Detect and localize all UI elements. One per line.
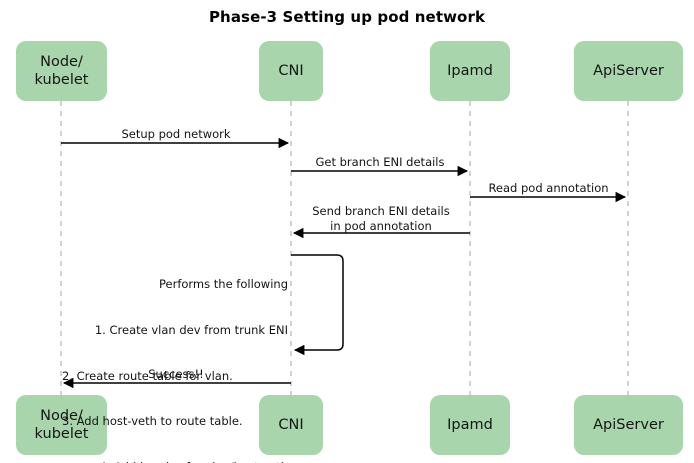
actor-node-kubelet-top[interactable]: Node/ kubelet [16, 41, 107, 101]
actor-label-node-kubelet: Node/ kubelet [34, 53, 89, 88]
actor-label-apiserver-bottom: ApiServer [593, 416, 664, 433]
actor-cni-top[interactable]: CNI [259, 41, 323, 101]
actor-node-kubelet-bottom[interactable]: Node/ kubelet [16, 395, 107, 455]
note-line-3: 2. Create route table for vlan. [62, 368, 233, 383]
note-line-1: Performs the following [158, 277, 288, 292]
note-line-2: 1. Create vlan dev from trunk ENI [94, 323, 288, 338]
actor-ipamd-top[interactable]: Ipamd [430, 41, 510, 101]
page-title: Phase-3 Setting up pod network [208, 8, 486, 26]
message-arrows [61, 137, 627, 389]
actor-label-ipamd-bottom: Ipamd [447, 416, 493, 433]
note-line-4: 3. Add host-veth to route table. [62, 414, 243, 429]
message-label-send-branch-eni-details: Send branch ENI details in pod annotatio… [312, 204, 450, 233]
actor-cni-bottom[interactable]: CNI [259, 395, 323, 455]
actor-label-cni: CNI [278, 62, 304, 79]
actor-label-apiserver: ApiServer [593, 62, 664, 79]
actor-apiserver-bottom[interactable]: ApiServer [574, 395, 683, 455]
self-loop-cni [291, 254, 344, 356]
actor-label-cni-bottom: CNI [278, 416, 304, 433]
lifelines [60, 101, 629, 395]
actor-apiserver-top[interactable]: ApiServer [574, 41, 683, 101]
message-label-success: Success!! [148, 367, 204, 381]
note-line-5: 4. Add ip rules for vlan/host-veth [20, 460, 288, 463]
actor-label-node-kubelet-bottom: Node/ kubelet [34, 407, 89, 442]
message-label-read-pod-annotation: Read pod annotation [488, 181, 609, 195]
self-message-note-cni: Performs the following 1. Create vlan de… [20, 247, 288, 463]
message-label-setup-pod-network: Setup pod network [121, 127, 231, 141]
actor-label-ipamd: Ipamd [447, 62, 493, 79]
message-label-get-branch-eni-details: Get branch ENI details [315, 155, 445, 169]
actor-ipamd-bottom[interactable]: Ipamd [430, 395, 510, 455]
